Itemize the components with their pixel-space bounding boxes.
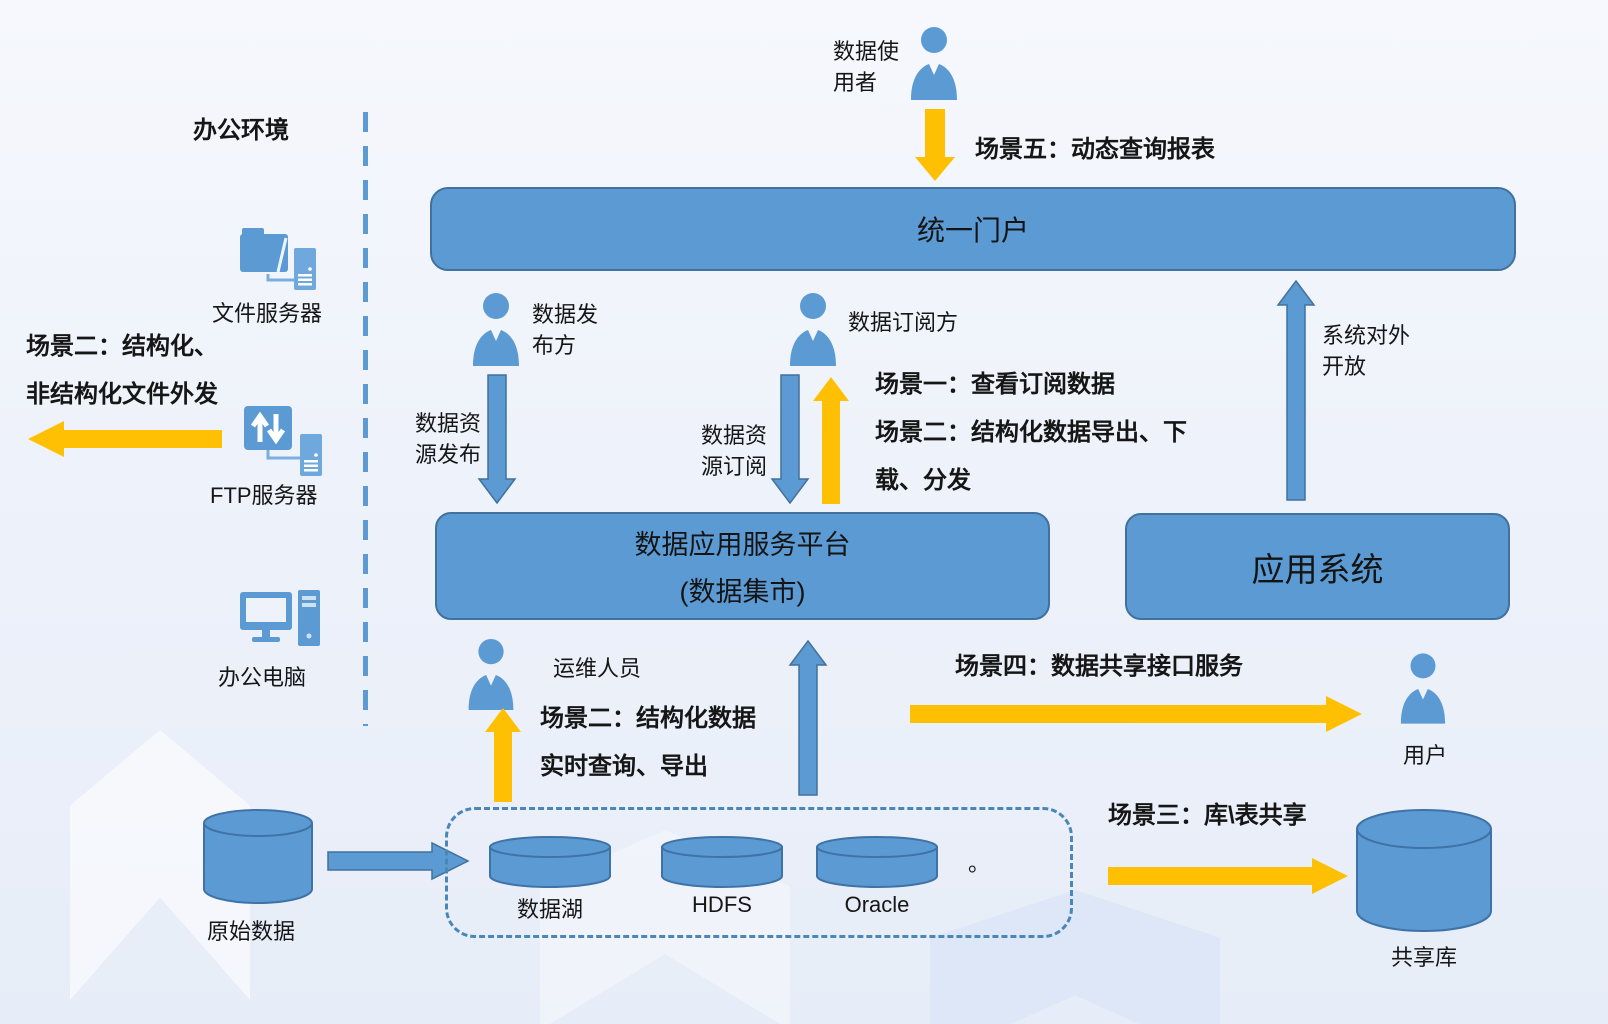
data-publisher-icon bbox=[473, 293, 519, 366]
raw-data-label: 原始数据 bbox=[207, 919, 296, 944]
scene2-office-label: 非结构化文件外发 bbox=[26, 381, 218, 408]
scene4-arrow bbox=[910, 696, 1362, 732]
ftp-server-label: FTP服务器 bbox=[210, 483, 318, 508]
app-system-label: 应用系统 bbox=[1251, 550, 1384, 588]
scene2-export-arrow bbox=[28, 421, 222, 457]
data-lake-cylinder bbox=[489, 836, 611, 888]
scene2-ops-label: 实时查询、导出 bbox=[540, 753, 708, 780]
app-system-box: 应用系统 bbox=[1125, 513, 1510, 620]
subscribe-flow-label: 数据资 源订阅 bbox=[701, 423, 768, 479]
ops-query-arrow bbox=[485, 708, 521, 802]
scene5-arrow bbox=[915, 109, 955, 181]
data-platform-box: 数据应用服务平台 (数据集市) bbox=[435, 512, 1050, 620]
publish-arrow bbox=[477, 374, 517, 505]
raw-data-cylinder bbox=[203, 809, 313, 904]
oracle-label: Oracle bbox=[844, 892, 910, 917]
data-platform-sublabel: (数据集市) bbox=[679, 577, 806, 607]
data-user-icon bbox=[911, 27, 957, 100]
scene5-label: 场景五：动态查询报表 bbox=[975, 136, 1215, 163]
scene2-subscriber-label: 载、分发 bbox=[875, 467, 971, 494]
unified-portal-box: 统一门户 bbox=[430, 187, 1516, 271]
office-zone-divider bbox=[363, 112, 368, 726]
file-server-icon bbox=[240, 228, 316, 290]
data-platform-label: 数据应用服务平台 bbox=[634, 530, 851, 560]
data-subscriber-label: 数据订阅方 bbox=[848, 310, 959, 335]
scene2-subscriber-label: 场景二：结构化数据导出、下 bbox=[875, 419, 1187, 446]
office-pc-icon bbox=[240, 590, 320, 646]
ops-person-label: 运维人员 bbox=[553, 656, 642, 681]
data-subscriber-icon bbox=[790, 293, 836, 366]
office-pc-label: 办公电脑 bbox=[218, 665, 307, 690]
scene2-ops-label: 场景二：结构化数据 bbox=[540, 705, 756, 732]
scene1-label: 场景一：查看订阅数据 bbox=[875, 371, 1115, 398]
publish-flow-label: 数据资 源发布 bbox=[415, 411, 482, 467]
data-publisher-label: 数据发 布方 bbox=[532, 302, 599, 358]
scene3-label: 场景三：库\表共享 bbox=[1108, 802, 1307, 829]
ftp-server-icon bbox=[244, 406, 322, 476]
oracle-cylinder bbox=[816, 836, 938, 888]
shared-db-cylinder bbox=[1356, 809, 1492, 932]
ops-person-icon bbox=[468, 638, 514, 710]
hdfs-label: HDFS bbox=[692, 892, 752, 917]
sources-to-platform-arrow bbox=[788, 639, 828, 796]
file-server-label: 文件服务器 bbox=[212, 301, 323, 326]
shared-db-label: 共享库 bbox=[1390, 945, 1457, 970]
data-lake-label: 数据湖 bbox=[516, 897, 583, 922]
system-open-arrow bbox=[1276, 279, 1316, 501]
hdfs-cylinder bbox=[661, 836, 783, 888]
unified-portal-label: 统一门户 bbox=[916, 215, 1029, 246]
end-user-icon bbox=[1400, 653, 1446, 724]
scene3-arrow bbox=[1108, 858, 1348, 894]
subscriber-up-arrow bbox=[813, 377, 849, 504]
data-sources-group bbox=[445, 807, 1073, 938]
data-user-label: 数据使 用者 bbox=[833, 39, 900, 95]
raw-to-sources-arrow bbox=[327, 841, 470, 881]
subscribe-arrow bbox=[770, 374, 810, 505]
scene2-office-label: 场景二：结构化、 bbox=[26, 333, 218, 360]
sources-ellipsis: 。 bbox=[968, 851, 991, 876]
end-user-label: 用户 bbox=[1402, 743, 1447, 768]
scene4-label: 场景四：数据共享接口服务 bbox=[955, 653, 1243, 680]
office-zone-title: 办公环境 bbox=[193, 117, 289, 144]
system-open-label: 系统对外 开放 bbox=[1322, 323, 1411, 379]
